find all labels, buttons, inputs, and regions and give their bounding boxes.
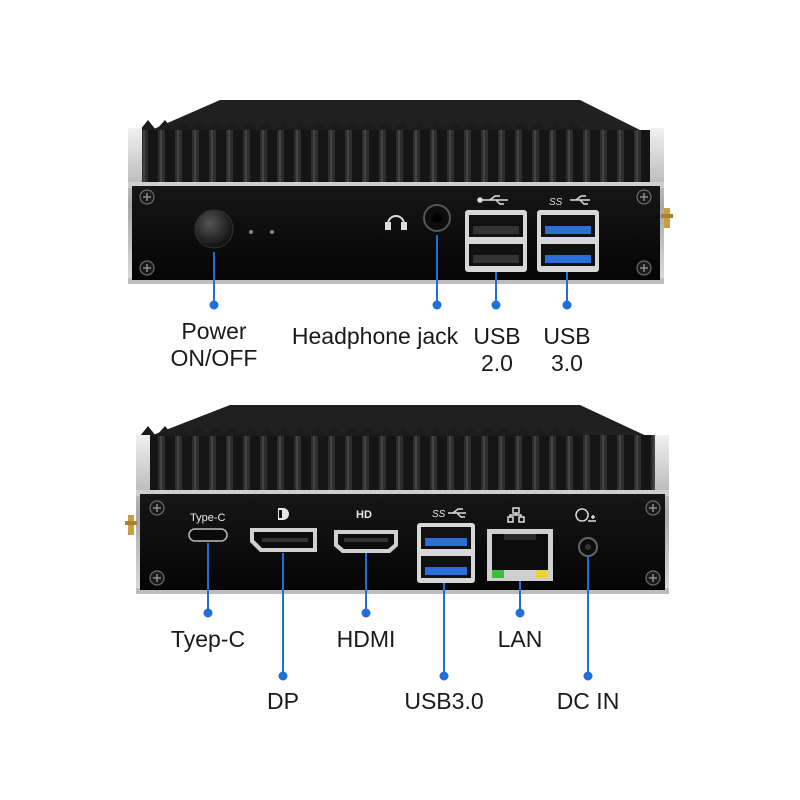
- dc-power-icon: [575, 508, 596, 522]
- power-label-line1: Power: [181, 318, 247, 344]
- headphone-label-text: Headphone jack: [291, 323, 459, 349]
- typec-port-label: Type-C: [190, 512, 226, 524]
- hdmi-port: [334, 530, 398, 553]
- network-icon: [507, 507, 525, 523]
- callout-dots: [203, 300, 593, 681]
- ss-usb-icon-rear: [448, 508, 466, 518]
- usb2-label-line2: 2.0: [481, 350, 513, 376]
- typec-label: Tyep-C: [170, 626, 246, 652]
- usb3-ports-rear: [417, 523, 475, 583]
- antenna-connector-left: [125, 515, 137, 535]
- typec-port: [188, 528, 228, 542]
- ss-text: SS: [549, 197, 563, 208]
- displayport-port: [250, 528, 317, 552]
- lan-port: [487, 529, 553, 581]
- usb30-label: USB3.0: [404, 688, 484, 714]
- power-label-line2: ON/OFF: [170, 345, 258, 371]
- usb2-ports: [465, 210, 527, 272]
- dcin-label: DC IN: [556, 688, 620, 714]
- usb2-label: USB 2.0: [472, 323, 522, 377]
- headphone-label: Headphone jack: [280, 323, 470, 350]
- hd-port-label: HD: [356, 509, 372, 521]
- lan-label: LAN: [497, 626, 543, 652]
- ss-text-rear: SS: [432, 509, 446, 520]
- usb3-label-line2: 3.0: [551, 350, 583, 376]
- bottom-unit-rear: Type-C HD SS: [125, 405, 669, 594]
- usb2-label-line1: USB: [473, 323, 521, 349]
- hdmi-label: HDMI: [336, 626, 396, 652]
- headphone-icon: [385, 215, 407, 230]
- top-unit-front: SS: [128, 100, 673, 284]
- usb3-label-line1: USB: [543, 323, 591, 349]
- power-label: Power ON/OFF: [164, 318, 264, 372]
- callout-lines: [207, 235, 589, 676]
- power-button: [194, 209, 234, 249]
- usb3-label: USB 3.0: [539, 323, 595, 377]
- dp-label: DP: [267, 688, 299, 714]
- usb-symbol-icon: [477, 195, 508, 205]
- ss-usb-icon: [570, 195, 590, 205]
- usb3-ports: [537, 210, 599, 272]
- displayport-icon: [278, 508, 289, 520]
- antenna-connector: [661, 208, 673, 228]
